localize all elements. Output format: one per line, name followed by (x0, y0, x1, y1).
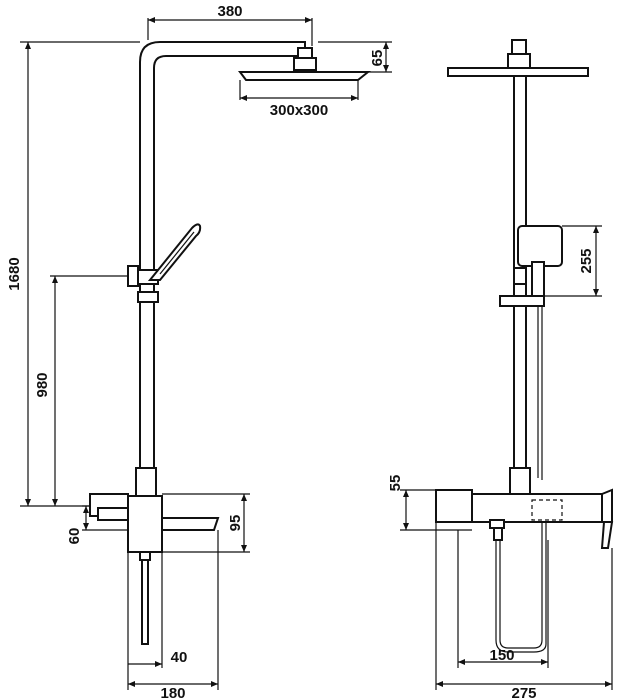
mixer-body-side (127, 495, 163, 553)
front-pipe-coupling (509, 467, 531, 495)
dim-head-size: 300x300 (270, 102, 328, 119)
head-connector (297, 47, 313, 59)
front-hand-shower-head (517, 225, 563, 267)
bath-outlet-pipe (141, 559, 149, 645)
dim-handle-length: 255 (578, 248, 595, 273)
dim-holder-height: 980 (34, 372, 51, 397)
dim-arm-reach: 380 (217, 3, 242, 20)
dim-spout-offset: 40 (171, 649, 188, 666)
front-mixer-window (531, 499, 563, 521)
tub-spout (161, 517, 220, 531)
front-hand-shower-handle (531, 261, 545, 297)
rain-shower-head (238, 71, 371, 81)
dim-hose-offset: 150 (489, 647, 514, 664)
dim-front-width: 275 (511, 685, 536, 700)
front-rain-shower-head (447, 67, 589, 77)
dim-mixer-height: 95 (227, 515, 244, 532)
pipe-coupling (135, 467, 157, 499)
head-nut (293, 57, 317, 71)
front-holder (513, 267, 527, 285)
diverter (139, 551, 151, 561)
riser-pipe (139, 41, 306, 495)
hand-shower (147, 223, 202, 281)
side-view: 380 65 300x300 1680 980 60 95 40 180 (6, 3, 392, 700)
front-mixer-knob-left (435, 489, 473, 523)
front-slider-bar (499, 295, 545, 307)
front-tub-spout (600, 521, 614, 549)
dim-outlet-offset: 60 (66, 528, 83, 545)
mixer-knob-cap (97, 507, 129, 521)
dim-side-depth: 180 (160, 685, 185, 700)
riser-pipe-inner (153, 55, 298, 495)
shower-hose (495, 306, 547, 653)
front-mixer-body (471, 493, 603, 523)
front-view: 255 55 150 275 (387, 39, 614, 700)
front-head-connector (511, 39, 527, 55)
dim-head-height: 65 (369, 50, 386, 67)
front-hose-outlet (493, 527, 503, 541)
front-mixer-knob-right (601, 488, 613, 523)
dim-total-height: 1680 (6, 257, 23, 290)
front-head-nut (507, 53, 531, 69)
holder-knob (127, 265, 139, 287)
hose-connector (137, 291, 159, 303)
front-diverter (489, 519, 505, 529)
dim-mixer-body-height: 55 (387, 475, 404, 492)
